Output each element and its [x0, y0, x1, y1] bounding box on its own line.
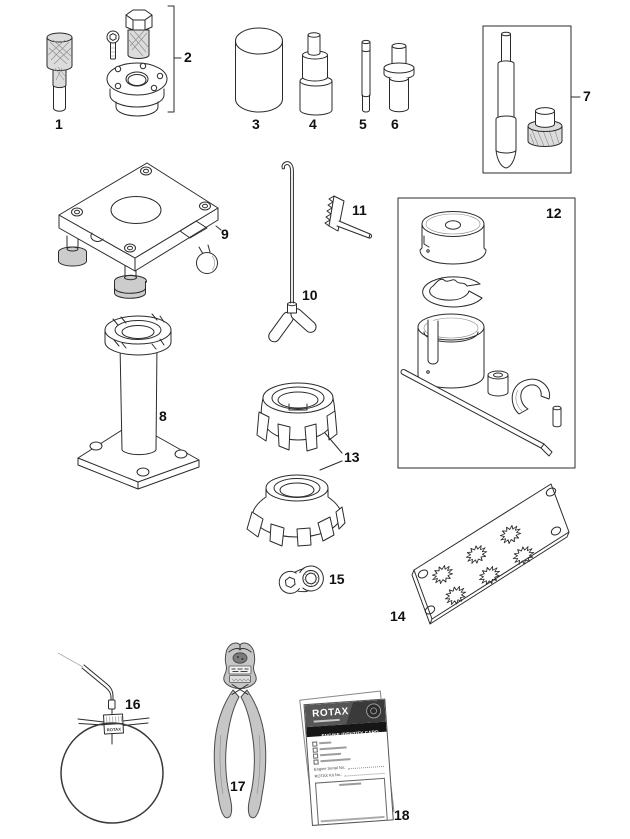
leader-9	[215, 225, 222, 231]
serial-label: Engine Serial No.:	[313, 763, 347, 772]
gear-logo-inner-ring	[369, 707, 378, 715]
item-15-link-plate	[278, 565, 324, 594]
callout-8: 8	[159, 408, 167, 424]
engine-info-box	[314, 777, 388, 826]
item-1-knurled-punch	[46, 32, 73, 112]
callout-9: 9	[221, 226, 229, 242]
socket-screw	[106, 30, 120, 60]
item-13-collets	[246, 382, 346, 547]
item-12-boxed-set	[397, 197, 576, 469]
collet-bottom	[246, 474, 346, 547]
callout-7: 7	[583, 88, 591, 104]
item-5-pin	[361, 39, 371, 113]
item-7-boxed-set	[482, 25, 581, 174]
checklist-bar	[319, 741, 332, 745]
wire-loop-circle	[60, 722, 164, 824]
kit-number-row: ROTAX Kit No.:	[314, 769, 385, 779]
callout-13: 13	[344, 449, 360, 465]
callout-6: 6	[391, 116, 399, 132]
callout-3: 3	[252, 116, 260, 132]
item-9-base-plate	[58, 162, 222, 299]
card-body: Engine Serial No.: ROTAX Kit No.: Signat…	[307, 732, 394, 826]
corner-screws	[71, 166, 211, 253]
foot-left	[58, 235, 87, 267]
checkbox-icon	[312, 747, 318, 753]
kit-label: ROTAX Kit No.:	[314, 771, 343, 779]
item-11-comb-tool	[324, 195, 372, 239]
pry-bar	[400, 369, 553, 457]
item-3-cylinder	[235, 27, 283, 113]
item-14-star-plate	[411, 483, 570, 625]
checklist-bar	[320, 753, 342, 757]
info-box-header-bar	[339, 782, 362, 786]
cap-piston	[419, 211, 487, 265]
item-8-support-stand	[77, 313, 200, 490]
checkbox-icon	[313, 759, 319, 765]
item-17-pliers	[213, 642, 267, 819]
callout-14: 14	[390, 608, 406, 624]
corner-holes	[417, 487, 562, 615]
c-clamp	[511, 378, 551, 415]
checklist-bar	[320, 758, 351, 763]
callout-1: 1	[55, 116, 63, 132]
long-punch	[495, 31, 517, 169]
callout-12: 12	[546, 205, 562, 221]
kit-fill-line	[344, 769, 385, 777]
engine-identity-card: ROTAX ENGINE IDENTITY CARD Engine Serial…	[303, 698, 394, 826]
item-4-stepped-adapter	[299, 32, 333, 116]
callout-17: 17	[230, 778, 246, 794]
leader-13	[319, 432, 343, 471]
item-7-box	[482, 25, 572, 174]
item-6-collared-pin	[383, 43, 415, 113]
callout-5: 5	[359, 116, 367, 132]
checkbox-icon	[312, 741, 318, 747]
bracket-2	[167, 5, 182, 113]
pliers-left-handle	[213, 689, 240, 819]
callout-10: 10	[302, 287, 318, 303]
checklist-bar	[319, 746, 347, 751]
knurled-cap	[527, 107, 563, 147]
card-tagline-bar	[313, 718, 340, 723]
tag-brand-text: ROTAX	[106, 727, 121, 733]
serial-fill-line	[348, 762, 385, 769]
pliers-boss	[232, 652, 248, 664]
item-16-wire-loop: ROTAX	[57, 652, 164, 824]
checkbox-icon	[312, 753, 319, 759]
collet-top	[256, 382, 338, 452]
callout-2: 2	[184, 49, 192, 65]
wavy-clip	[422, 276, 483, 308]
drive-flange	[106, 62, 168, 117]
fine-print-bar	[320, 816, 385, 823]
callout-4: 4	[309, 116, 317, 132]
rotax-gear-logo-icon	[365, 702, 382, 719]
rotax-tag: ROTAX	[103, 713, 124, 735]
callout-18: 18	[394, 807, 410, 823]
pliers-label-plate	[228, 665, 252, 675]
callout-15: 15	[329, 571, 345, 587]
pliers-right-handle	[240, 689, 267, 819]
hex-bolt	[125, 9, 153, 59]
item-2-bolt-and-flange	[106, 5, 182, 117]
callout-16: 16	[125, 696, 141, 712]
callout-11: 11	[352, 202, 367, 218]
bushing	[487, 370, 509, 397]
item-12-box	[397, 197, 576, 469]
small-pin	[552, 405, 562, 428]
card-brand-text: ROTAX	[311, 706, 350, 720]
item-10-hook-tool	[268, 161, 317, 343]
large-cup	[417, 313, 485, 389]
side-knob	[196, 244, 218, 274]
